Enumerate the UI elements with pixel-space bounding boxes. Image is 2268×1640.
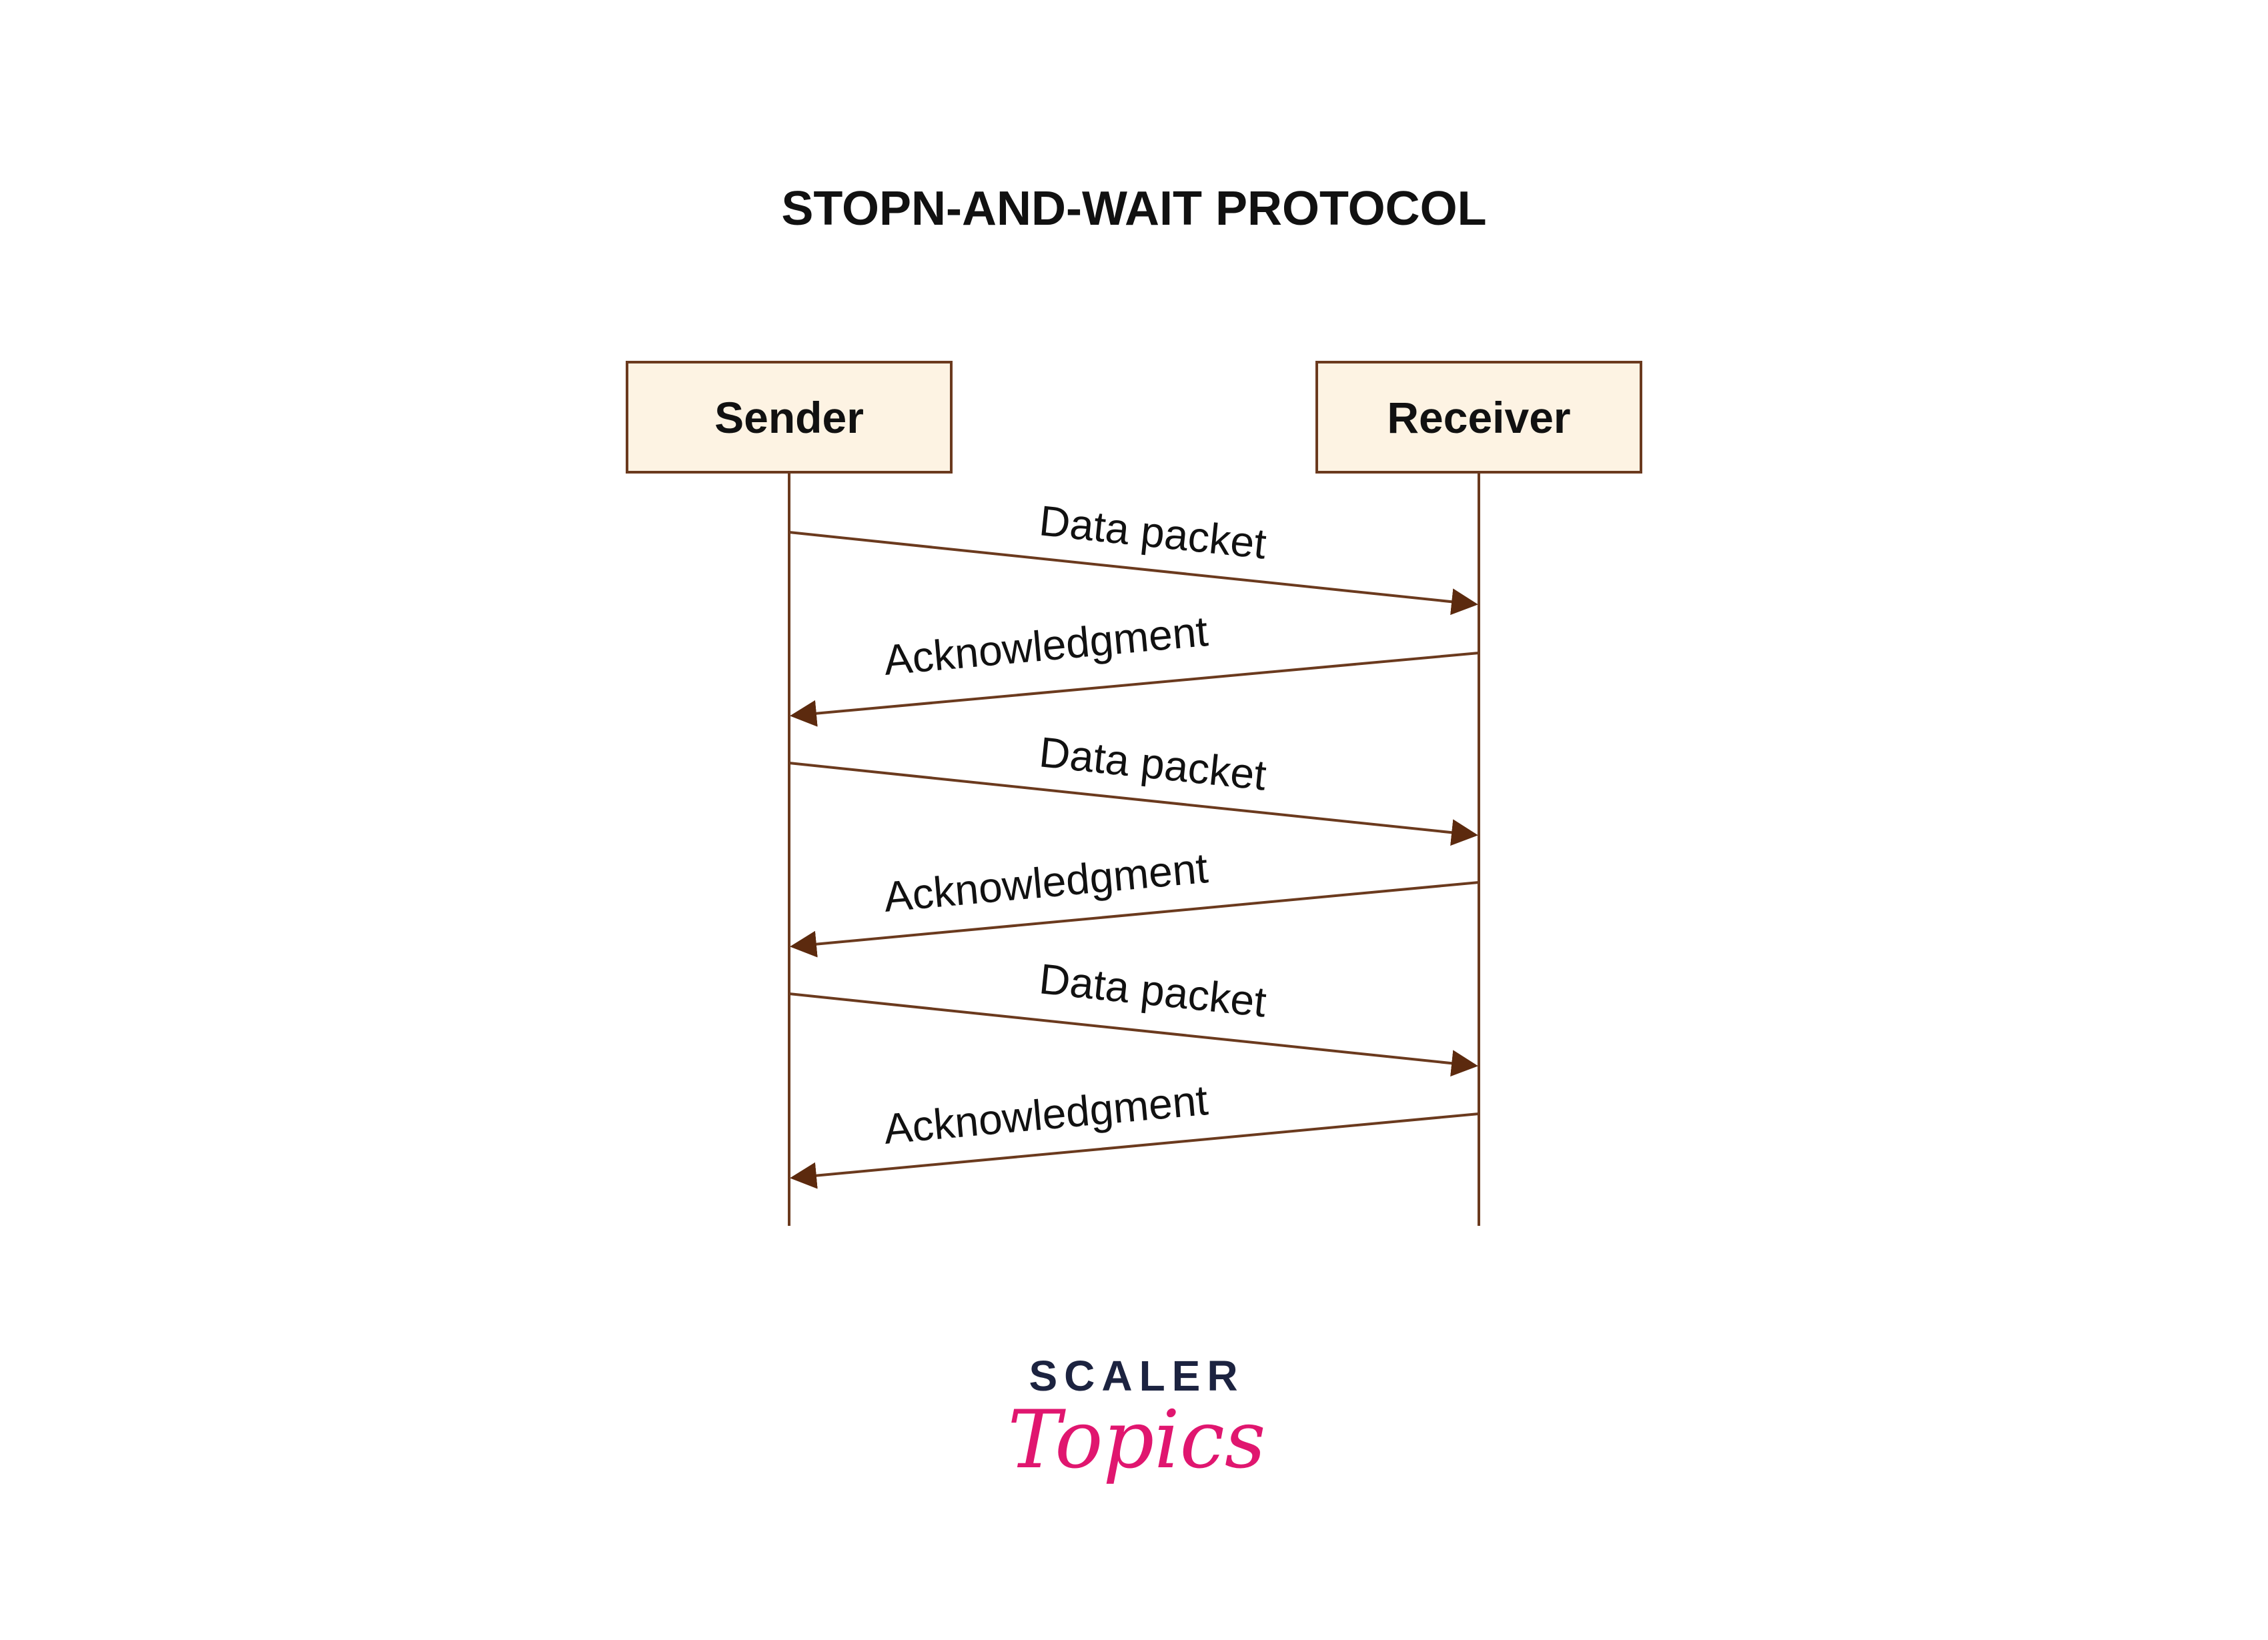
sender-label: Sender [714, 393, 864, 442]
receiver-label: Receiver [1387, 393, 1570, 442]
acknowledgment-arrow [790, 652, 1480, 727]
sender-box [626, 361, 953, 474]
data-packet-label: Data packet [1037, 728, 1269, 799]
acknowledgment-arrow [790, 1112, 1480, 1189]
message-data-packet-3: Data packet [788, 954, 1478, 1077]
sender-actor: Sender [626, 361, 953, 1226]
data-packet-label: Data packet [1037, 954, 1269, 1026]
data-packet-label: Data packet [1037, 496, 1269, 568]
acknowledgment-label: Acknowledgment [882, 607, 1210, 684]
logo-wordmark: SCALER [1029, 1352, 1244, 1400]
scaler-topics-logo: SCALER Topics [1008, 1352, 1266, 1487]
data-packet-arrow [788, 531, 1478, 616]
message-acknowledgment-3: Acknowledgment [790, 1076, 1480, 1189]
receiver-actor: Receiver [1315, 361, 1642, 1226]
logo-script: Topics [1008, 1394, 1266, 1487]
diagram-title: STOPN-AND-WAIT PROTOCOL [781, 182, 1486, 235]
message-data-packet-1: Data packet [788, 496, 1478, 616]
receiver-box [1315, 361, 1642, 474]
acknowledgment-label: Acknowledgment [882, 844, 1210, 921]
message-data-packet-2: Data packet [788, 728, 1478, 846]
acknowledgment-label: Acknowledgment [882, 1076, 1210, 1153]
message-acknowledgment-2: Acknowledgment [790, 844, 1480, 958]
acknowledgment-arrow [790, 881, 1480, 958]
data-packet-arrow [788, 762, 1478, 846]
message-acknowledgment-1: Acknowledgment [790, 607, 1480, 727]
data-packet-arrow [788, 992, 1478, 1077]
